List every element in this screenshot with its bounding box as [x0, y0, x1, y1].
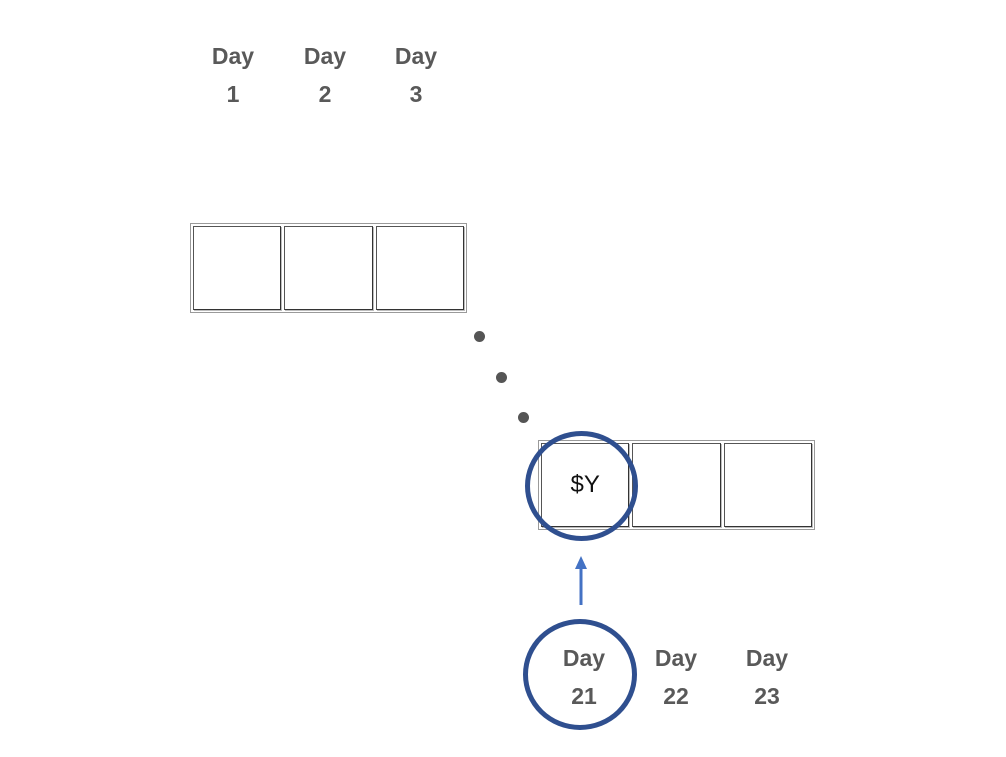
day-3-cell: [375, 226, 464, 310]
day-word: Day: [303, 43, 347, 69]
ellipsis-dot-2: [496, 372, 507, 383]
day-word: Day: [211, 43, 255, 69]
day-word: Day: [394, 43, 438, 69]
day-word: Day: [654, 645, 698, 671]
day-number: 1: [226, 81, 240, 107]
bottom-cell-strip: $Y: [538, 440, 815, 530]
day-2-cell: [284, 226, 373, 310]
day-23-cell: [723, 443, 812, 527]
day-word: Day: [562, 645, 606, 671]
day-word: Day: [745, 645, 789, 671]
top-cell-strip: [190, 223, 467, 313]
day-22-label: Day 22: [636, 639, 716, 715]
day-21-cell: $Y: [541, 443, 630, 527]
day-2-label: Day 2: [285, 37, 365, 113]
day-1-cell: [193, 226, 282, 310]
ellipsis-dot-1: [474, 331, 485, 342]
day-number: 21: [571, 683, 597, 709]
day-number: 3: [409, 81, 423, 107]
day-number: 22: [663, 683, 689, 709]
day-3-label: Day 3: [376, 37, 456, 113]
day-number: 23: [754, 683, 780, 709]
ellipsis-dot-3: [518, 412, 529, 423]
day-number: 2: [318, 81, 332, 107]
day-1-label: Day 1: [193, 37, 273, 113]
day-21-label: Day 21: [544, 639, 624, 715]
day-23-label: Day 23: [727, 639, 807, 715]
day-22-cell: [632, 443, 721, 527]
up-arrow-head: [575, 556, 587, 569]
